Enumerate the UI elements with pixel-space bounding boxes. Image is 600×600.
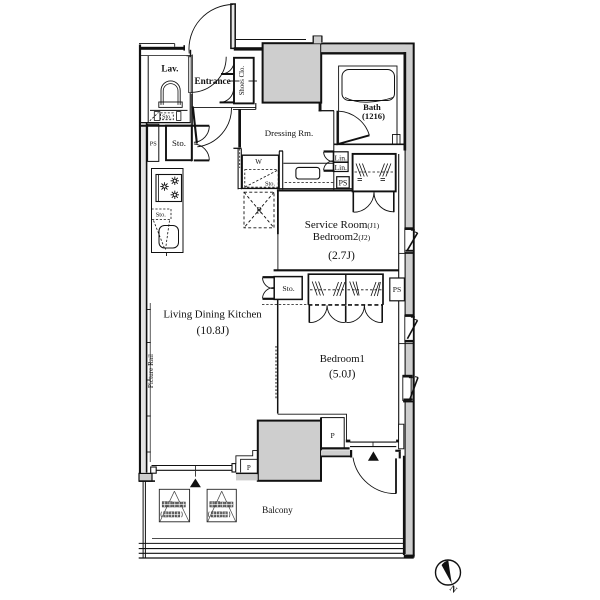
svg-text:Living Dining Kitchen: Living Dining Kitchen (163, 309, 262, 321)
svg-text:PS: PS (150, 141, 157, 148)
svg-text:Sto.: Sto. (156, 211, 167, 218)
svg-text:N: N (448, 583, 460, 595)
svg-text:Sto.: Sto. (282, 284, 294, 293)
svg-text:Sto.: Sto. (265, 180, 276, 187)
svg-text:Bedroom2(J2): Bedroom2(J2) (313, 231, 371, 243)
svg-text:(10.8J): (10.8J) (197, 324, 230, 337)
svg-text:Lin.: Lin. (334, 163, 347, 172)
svg-text:Entrance: Entrance (194, 76, 230, 86)
svg-text:(1216): (1216) (362, 111, 385, 121)
svg-text:Balcony: Balcony (262, 505, 293, 515)
svg-text:(5.0J): (5.0J) (329, 368, 356, 380)
svg-text:Shoes Clo.: Shoes Clo. (239, 66, 246, 96)
svg-text:W: W (255, 158, 262, 166)
svg-text:Bedroom1: Bedroom1 (320, 353, 365, 365)
svg-text:Lin.: Lin. (334, 153, 347, 162)
svg-text:P: P (247, 464, 251, 472)
svg-text:Bath: Bath (363, 102, 381, 112)
svg-text:PS: PS (338, 178, 347, 187)
svg-text:Picture Rail: Picture Rail (147, 354, 155, 388)
svg-text:(2.7J): (2.7J) (328, 249, 355, 262)
svg-text:R: R (256, 206, 262, 216)
svg-text:Lav.: Lav. (161, 64, 178, 74)
svg-text:Dressing Rm.: Dressing Rm. (265, 128, 313, 138)
svg-text:PS: PS (393, 285, 401, 294)
svg-text:Sto.: Sto. (162, 114, 172, 120)
svg-text:P: P (330, 431, 334, 440)
svg-text:Service Room(J1): Service Room(J1) (305, 219, 380, 231)
svg-text:Sto.: Sto. (172, 138, 186, 148)
